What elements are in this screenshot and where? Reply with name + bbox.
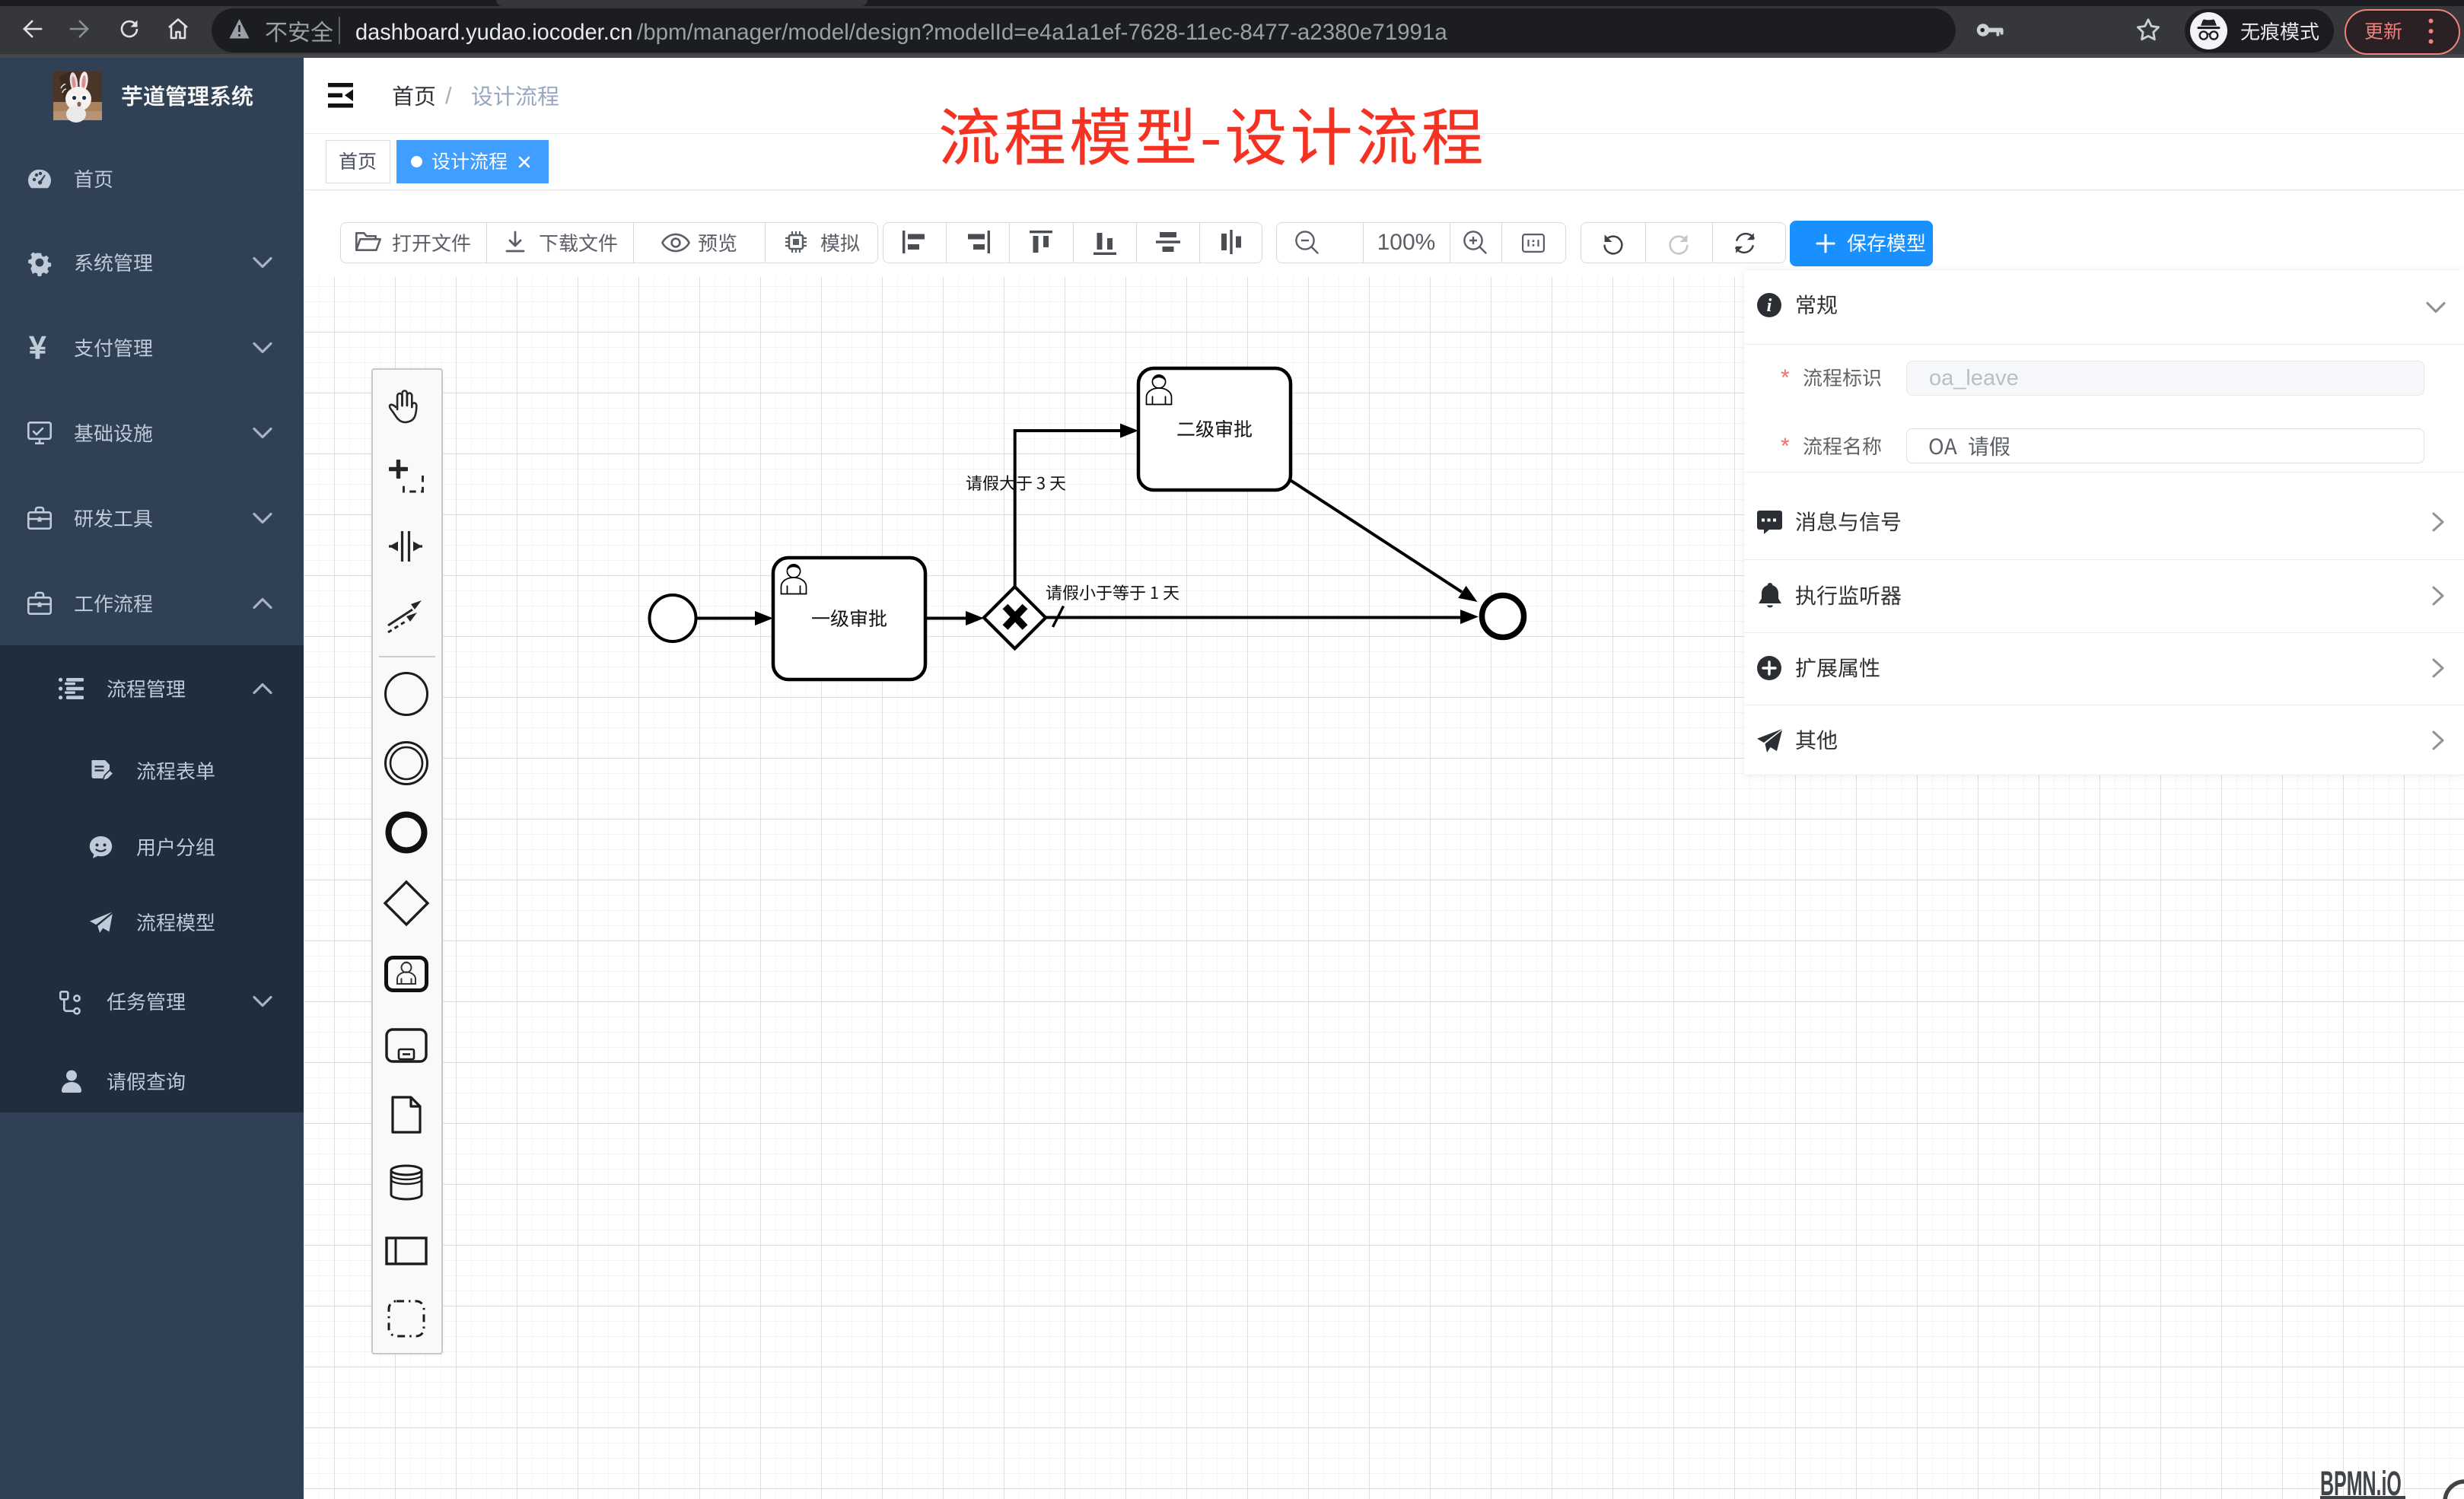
svg-text:i: i bbox=[1767, 296, 1772, 316]
